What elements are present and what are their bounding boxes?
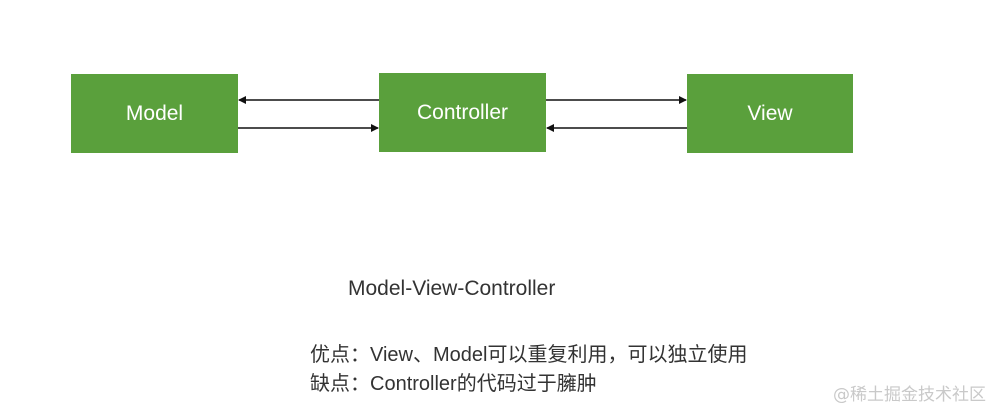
watermark-text: @稀土掘金技术社区 (833, 385, 986, 405)
controller-node: Controller (379, 73, 546, 152)
model-node-label: Model (125, 101, 184, 125)
model-node: Model (71, 74, 238, 153)
view-node: View (687, 74, 853, 153)
diagram-title: Model-View-Controller (348, 277, 556, 300)
cons-text: 缺点：Controller的代码过于臃肿 (310, 373, 597, 395)
pros-text: 优点：View、Model可以重复利用，可以独立使用 (310, 344, 748, 366)
controller-node-label: Controller (416, 100, 509, 124)
view-node-label: View (747, 101, 793, 125)
